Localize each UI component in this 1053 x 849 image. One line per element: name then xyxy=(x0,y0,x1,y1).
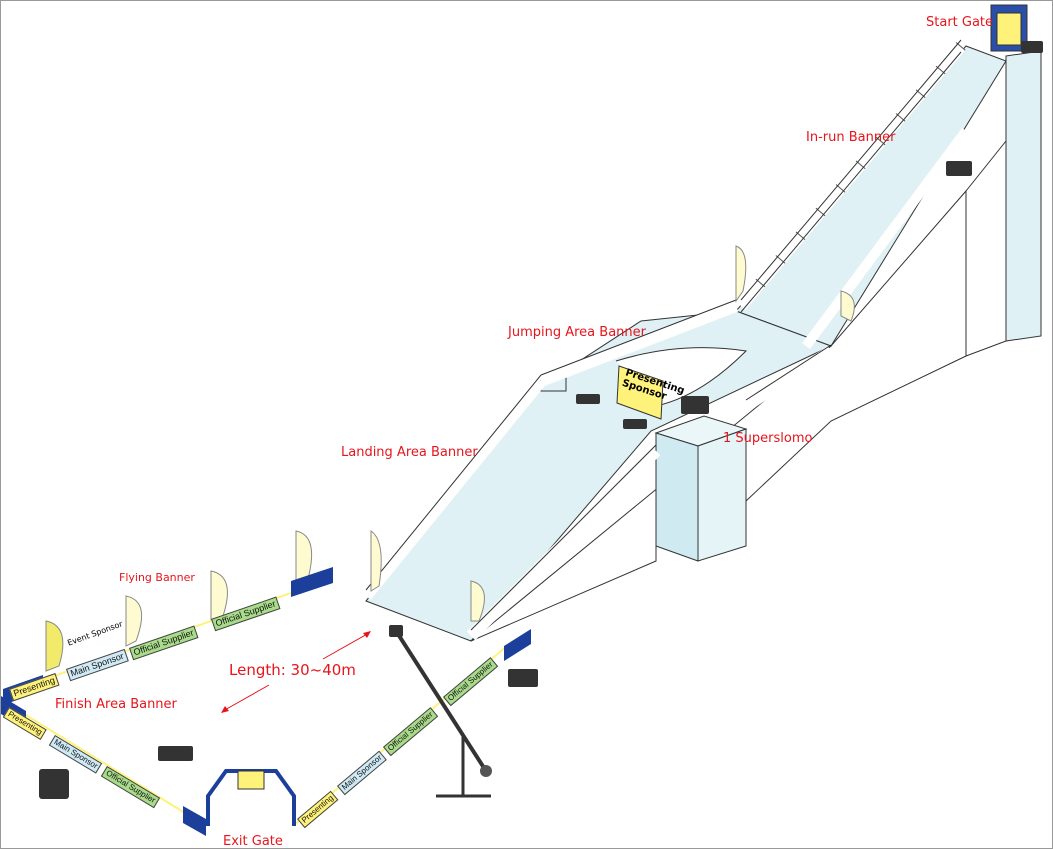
camera-icons xyxy=(39,41,1043,799)
arrow-head xyxy=(221,706,229,713)
landing-banner-right xyxy=(466,446,661,641)
feather-flags xyxy=(45,245,855,672)
jib-counterweight xyxy=(480,765,492,777)
superslomo-platform xyxy=(655,432,699,562)
start-gate-panel xyxy=(996,12,1022,46)
superslomo-platform-side xyxy=(697,428,747,562)
exit-gate-sign xyxy=(237,770,265,790)
arrow-head xyxy=(363,631,371,638)
jumping-banner xyxy=(538,300,739,387)
length-arrow xyxy=(322,632,370,660)
inrun-banner-label: In-run Banner xyxy=(806,130,896,145)
start-tower xyxy=(1005,50,1042,342)
landing-banner-left xyxy=(361,377,546,600)
start-gate-label: Start Gate xyxy=(926,15,994,30)
blue-banner xyxy=(183,806,206,836)
finish-banner-left xyxy=(2,700,207,827)
superslomo-label: 1 Superslomo xyxy=(723,431,813,446)
flying-banner-label: Flying Banner xyxy=(119,571,195,584)
exit-gate-label: Exit Gate xyxy=(223,834,283,849)
landing-area-banner-label: Landing Area Banner xyxy=(341,445,478,460)
jib-crane-arm xyxy=(394,629,488,773)
blue-banner xyxy=(291,567,333,597)
presenting-sponsor-sign xyxy=(616,365,664,420)
length-label: Length: 30~40m xyxy=(229,661,356,679)
jump-side-wall xyxy=(470,189,967,642)
jumping-area-banner-label: Jumping Area Banner xyxy=(508,325,646,340)
finish-area-banner-label: Finish Area Banner xyxy=(55,697,177,712)
inrun-banner-left xyxy=(736,42,966,310)
blue-banner xyxy=(504,629,531,661)
inrun-banner-right xyxy=(801,128,971,349)
length-arrow xyxy=(222,684,270,712)
banner-outlines xyxy=(365,39,962,631)
jumping-banner-right xyxy=(742,345,835,412)
